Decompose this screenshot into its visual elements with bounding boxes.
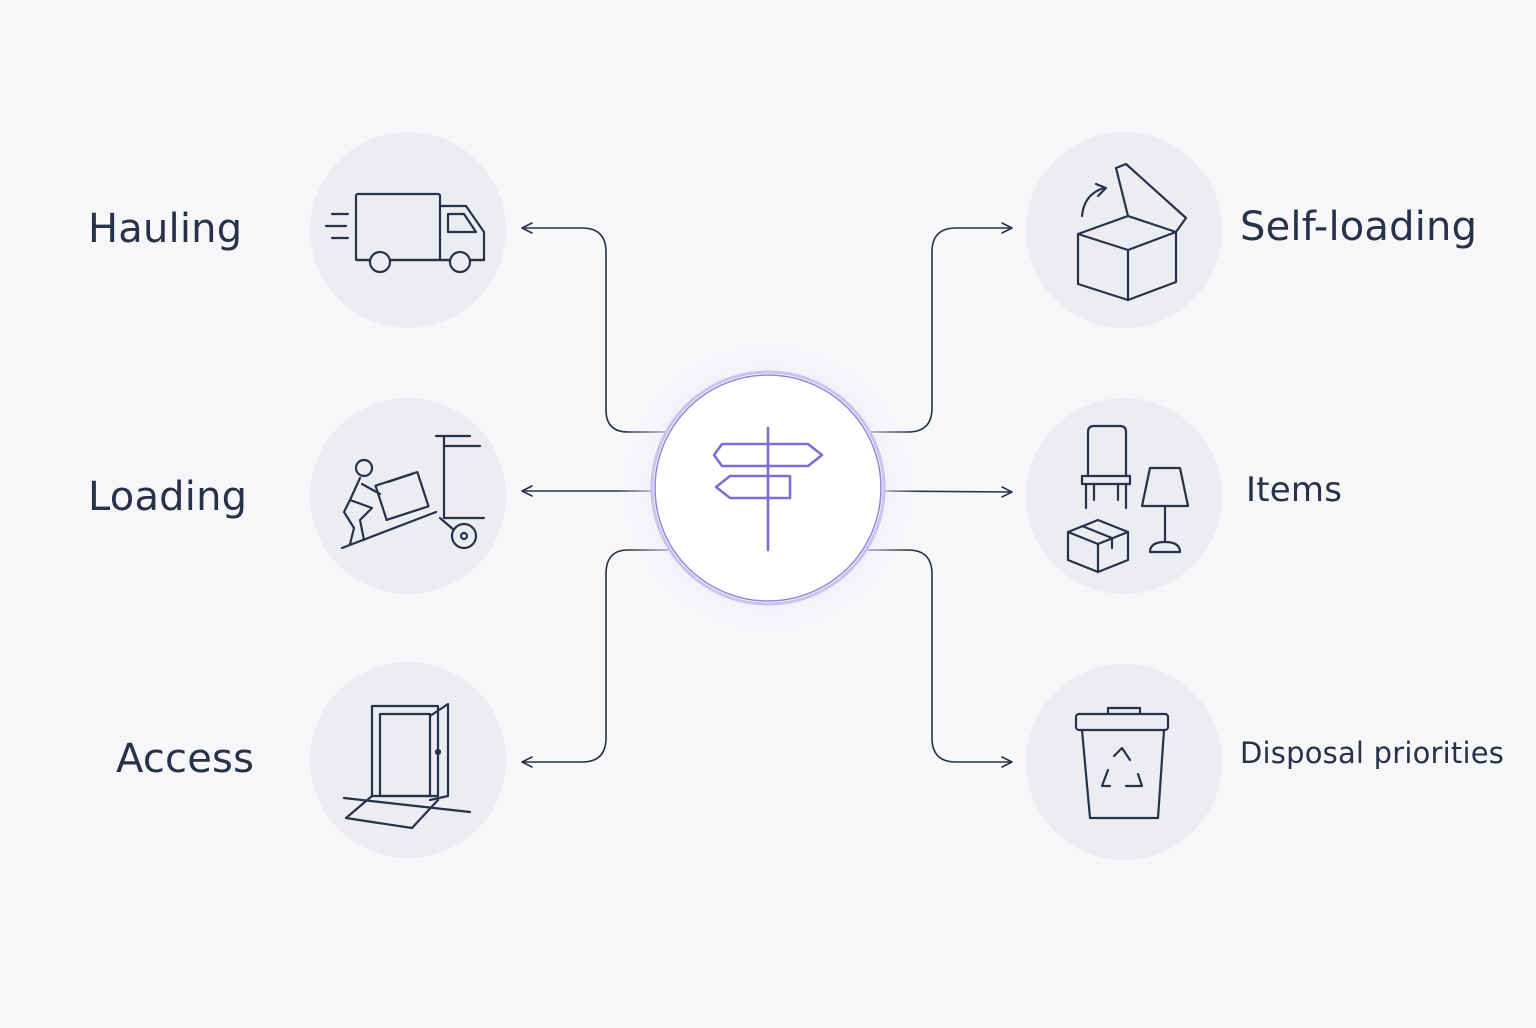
connector-self-loading <box>866 222 1013 433</box>
node-loading-circle <box>310 398 506 594</box>
center-node <box>616 336 920 640</box>
label-self-loading: Self-loading <box>1240 204 1478 250</box>
label-loading: Loading <box>88 474 248 520</box>
door-ramp-icon <box>342 702 472 830</box>
open-box-icon <box>1076 162 1188 302</box>
label-items: Items <box>1246 470 1343 510</box>
node-disposal-circle <box>1026 664 1222 860</box>
recycle-bin-icon <box>1074 706 1170 820</box>
node-access-circle <box>310 662 506 858</box>
label-hauling: Hauling <box>88 206 243 252</box>
signpost-icon <box>712 426 824 552</box>
loading-dolly-icon <box>340 434 486 550</box>
label-disposal-priorities: Disposal priorities <box>1240 736 1505 770</box>
label-access: Access <box>116 736 255 782</box>
node-items-circle <box>1026 398 1222 594</box>
furniture-items-icon <box>1066 424 1190 574</box>
node-hauling-circle <box>310 132 506 328</box>
connector-disposal <box>866 549 1013 768</box>
node-self-loading-circle <box>1026 132 1222 328</box>
connector-access <box>521 549 670 768</box>
connector-hauling <box>521 222 670 433</box>
truck-icon <box>324 192 486 274</box>
